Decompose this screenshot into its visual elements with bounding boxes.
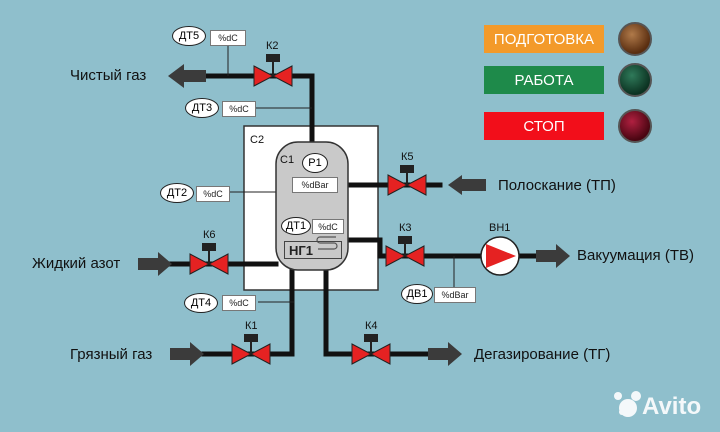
run-button[interactable]: РАБОТА [484,66,604,94]
valve-k3 [385,236,425,267]
valve-k1 [231,334,271,365]
sensor-dt4-value: %dC [222,295,256,311]
valve-k4 [351,334,391,365]
label-liquid-nitrogen: Жидкий азот [32,255,121,272]
valve-k5-label: К5 [401,151,414,163]
valve-k3-label: К3 [399,222,412,234]
flow-arrows [138,64,570,366]
valve-k1-label: К1 [245,320,258,332]
vessel-c1 [275,141,349,271]
sensor-dv1[interactable]: ДВ1 [401,284,433,304]
label-degas: Дегазирование (ТГ) [474,346,611,363]
signal-lines [226,40,455,303]
sensor-dt3[interactable]: ДТ3 [185,98,219,118]
label-rinse: Полоскание (ТП) [498,177,616,194]
label-vacuum: Вакуумация (ТВ) [577,247,694,264]
valve-k2 [253,54,293,87]
valve-k4-label: К4 [365,320,378,332]
pump-vn1 [480,236,520,276]
heater-ng1-label: НГ1 [289,242,313,258]
stop-button[interactable]: СТОП [484,112,604,140]
sensor-p1[interactable]: Р1 [302,153,328,173]
sensor-dt4[interactable]: ДТ4 [184,293,218,313]
sensor-dt2-value: %dC [196,186,230,202]
sensor-p1-value: %dBar [292,177,338,193]
valve-k6 [189,243,229,275]
stop-lamp-icon [618,109,652,143]
sensor-dt5-value: %dC [210,30,246,46]
prepare-button[interactable]: ПОДГОТОВКА [484,25,604,53]
sensor-dv1-value: %dBar [434,287,476,303]
label-dirty-gas: Грязный газ [70,346,153,363]
valve-k6-label: К6 [203,229,216,241]
run-lamp-icon [618,63,652,97]
cabinet-c2-label: С2 [250,134,265,146]
sensor-dt1-value: %dC [312,219,344,234]
prepare-lamp-icon [618,22,652,56]
valve-k5 [387,165,427,196]
avito-logo-icon [614,391,641,417]
sensor-dt3-value: %dC [222,101,256,117]
pump-vn1-label: ВН1 [489,222,511,234]
sensor-dt1[interactable]: ДТ1 [281,217,311,235]
sensor-dt2[interactable]: ДТ2 [160,183,194,203]
heater-ng1[interactable]: НГ1 [284,241,342,259]
vessel-c1-label: С1 [280,154,295,166]
valves [189,54,427,365]
valve-k2-label: К2 [266,40,279,52]
avito-watermark: Avito [642,393,702,420]
label-clean-gas: Чистый газ [70,67,147,84]
sensor-dt5[interactable]: ДТ5 [172,26,206,46]
heater-coil-icon [316,236,338,250]
